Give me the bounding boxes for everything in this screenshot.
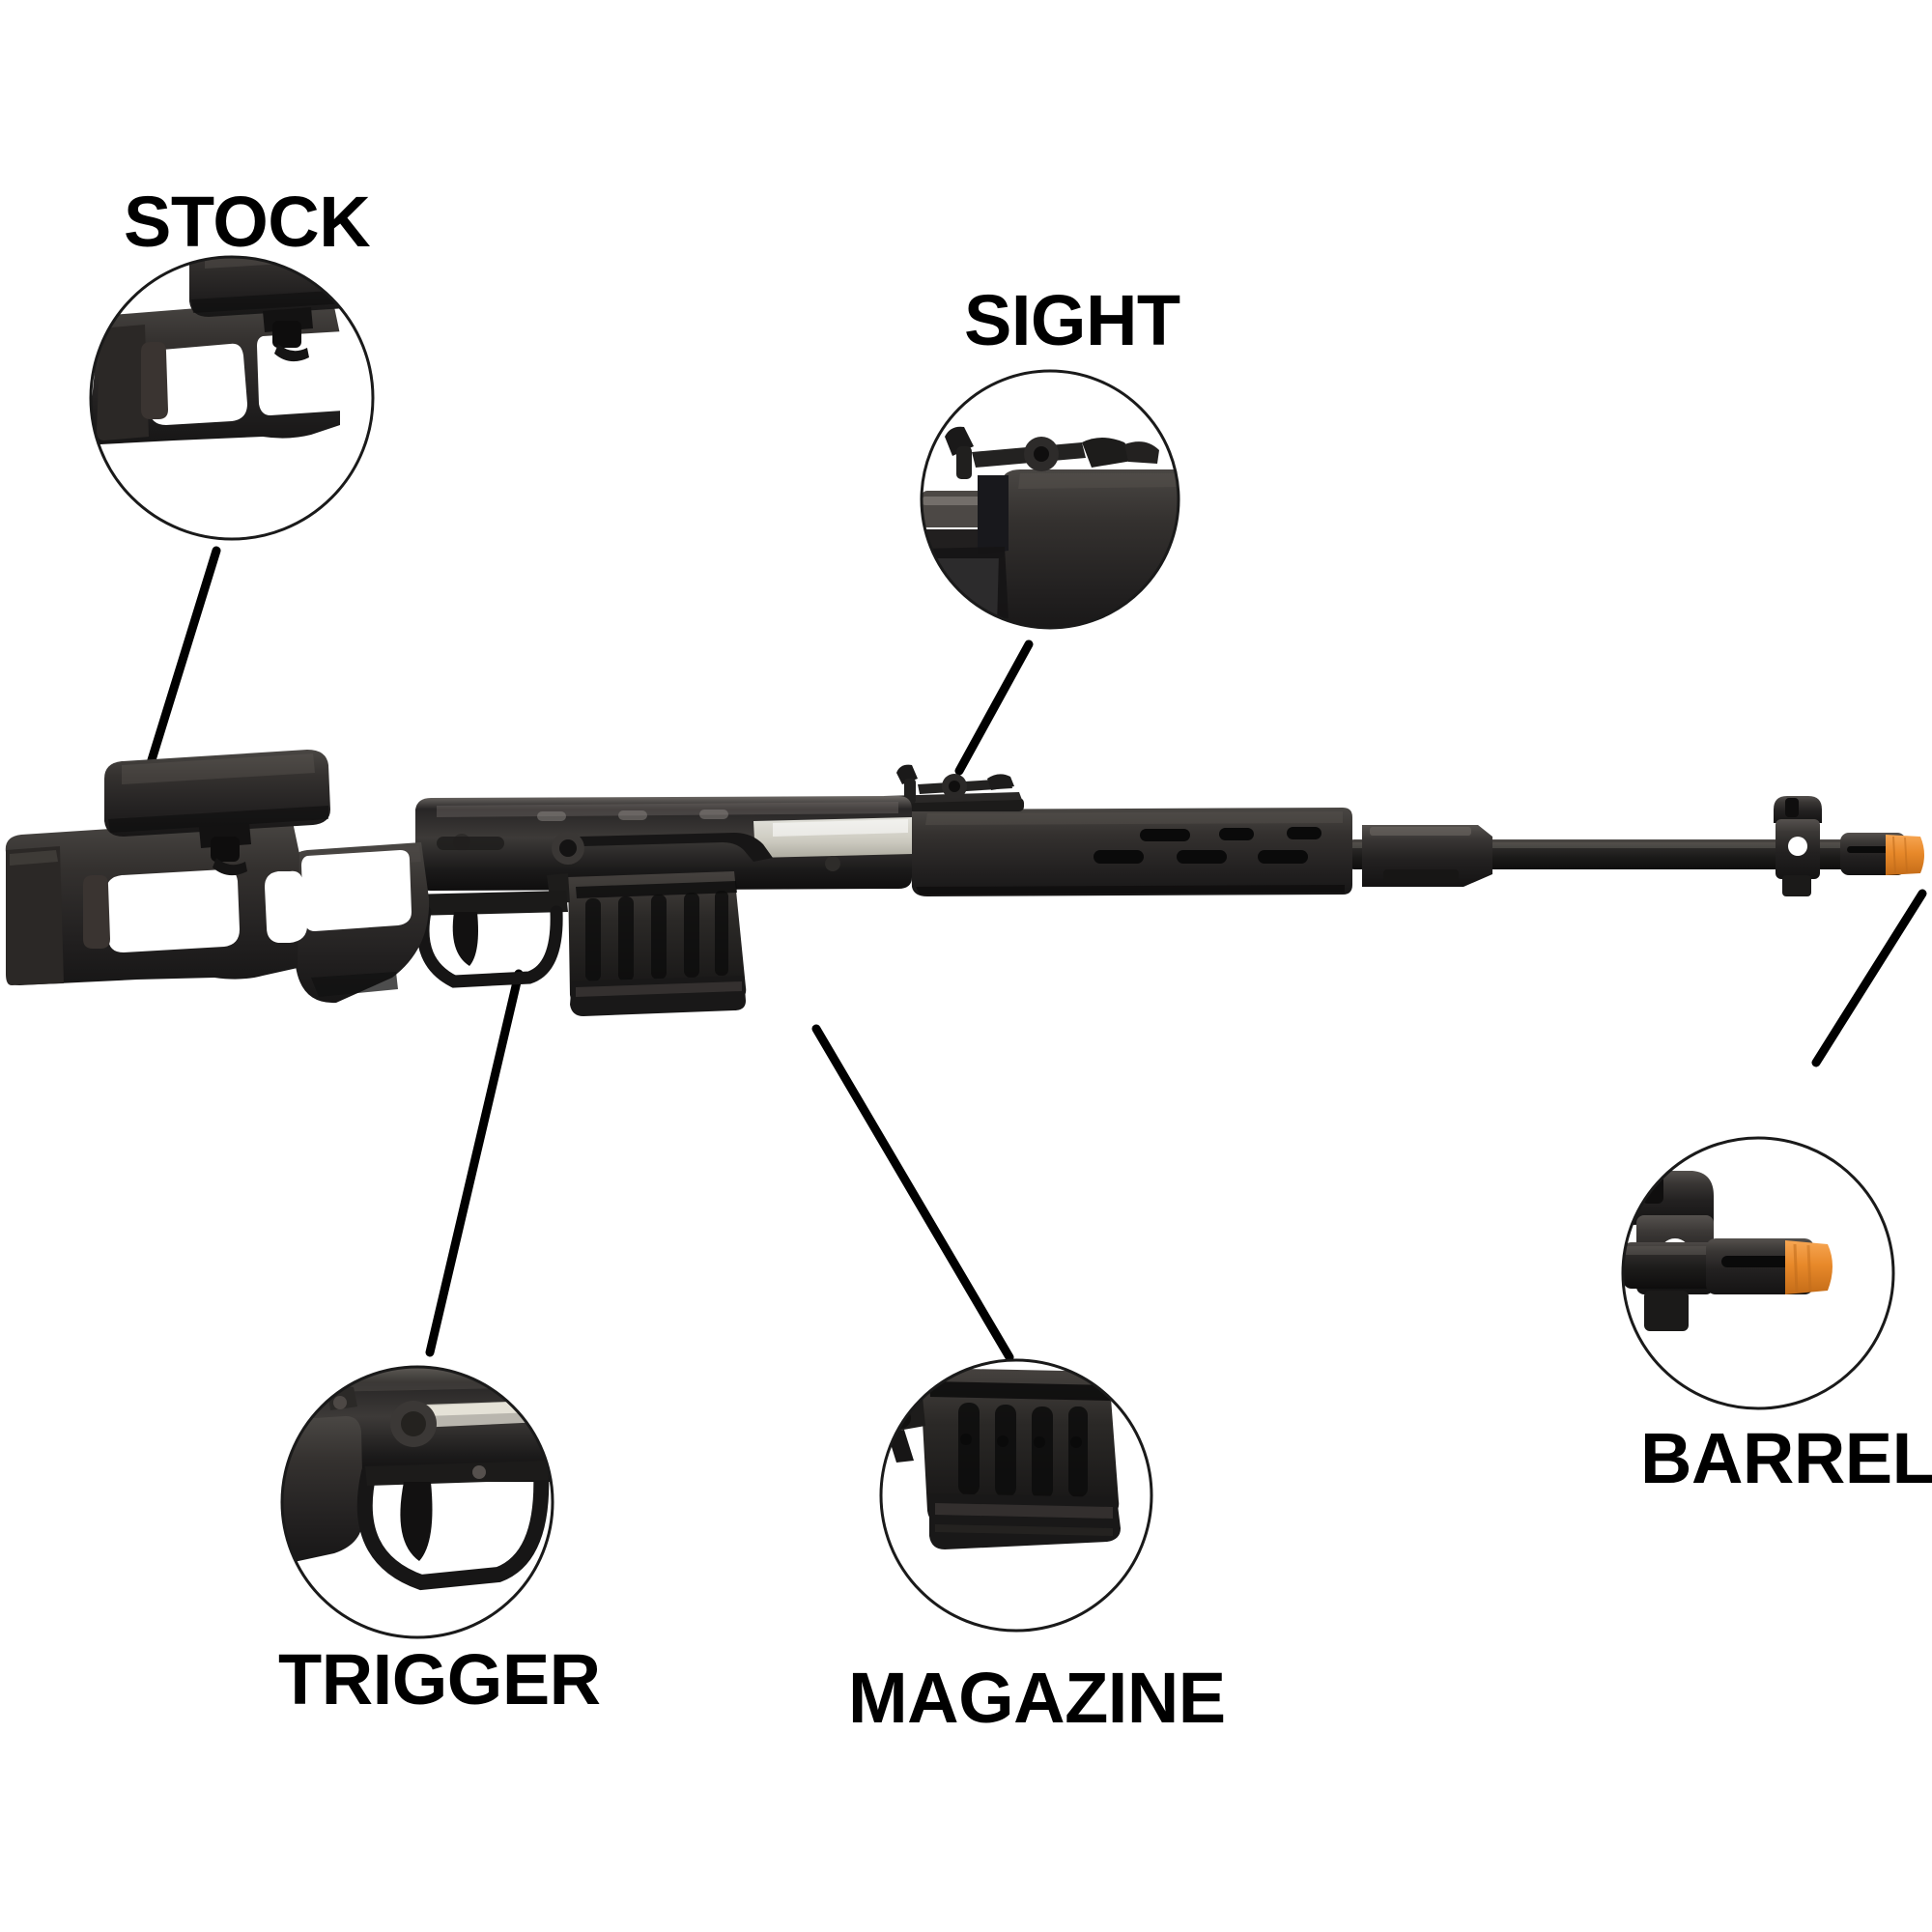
leader-line-sight: [954, 639, 1034, 776]
rifle-illustration: [5, 750, 1924, 1016]
callout-label-trigger: TRIGGER: [278, 1639, 601, 1719]
rifle-handguard: [910, 808, 1352, 896]
leader-line-magazine: [811, 1024, 1014, 1362]
callout-circle-trigger: [280, 1365, 554, 1639]
front-sight-post: [1774, 796, 1822, 896]
rifle-barrel: [1348, 796, 1924, 896]
callout-circle-barrel: [1621, 1136, 1895, 1410]
rifle-magazine: [547, 871, 747, 1016]
callout-circle-sight: [920, 369, 1180, 630]
callout-circle-magazine: [879, 1358, 1153, 1633]
callout-label-stock: STOCK: [124, 182, 371, 262]
rifle-stock: [5, 750, 430, 1004]
callout-label-sight: SIGHT: [964, 280, 1180, 360]
leader-line-barrel: [1811, 889, 1927, 1067]
leader-line-trigger: [425, 969, 524, 1357]
callout-label-barrel: BARREL: [1640, 1418, 1932, 1498]
rifle-receiver: [415, 796, 912, 891]
rifle-trigger-group: [406, 891, 568, 988]
callout-label-magazine: MAGAZINE: [848, 1658, 1226, 1738]
callout-circle-stock: [89, 255, 375, 541]
